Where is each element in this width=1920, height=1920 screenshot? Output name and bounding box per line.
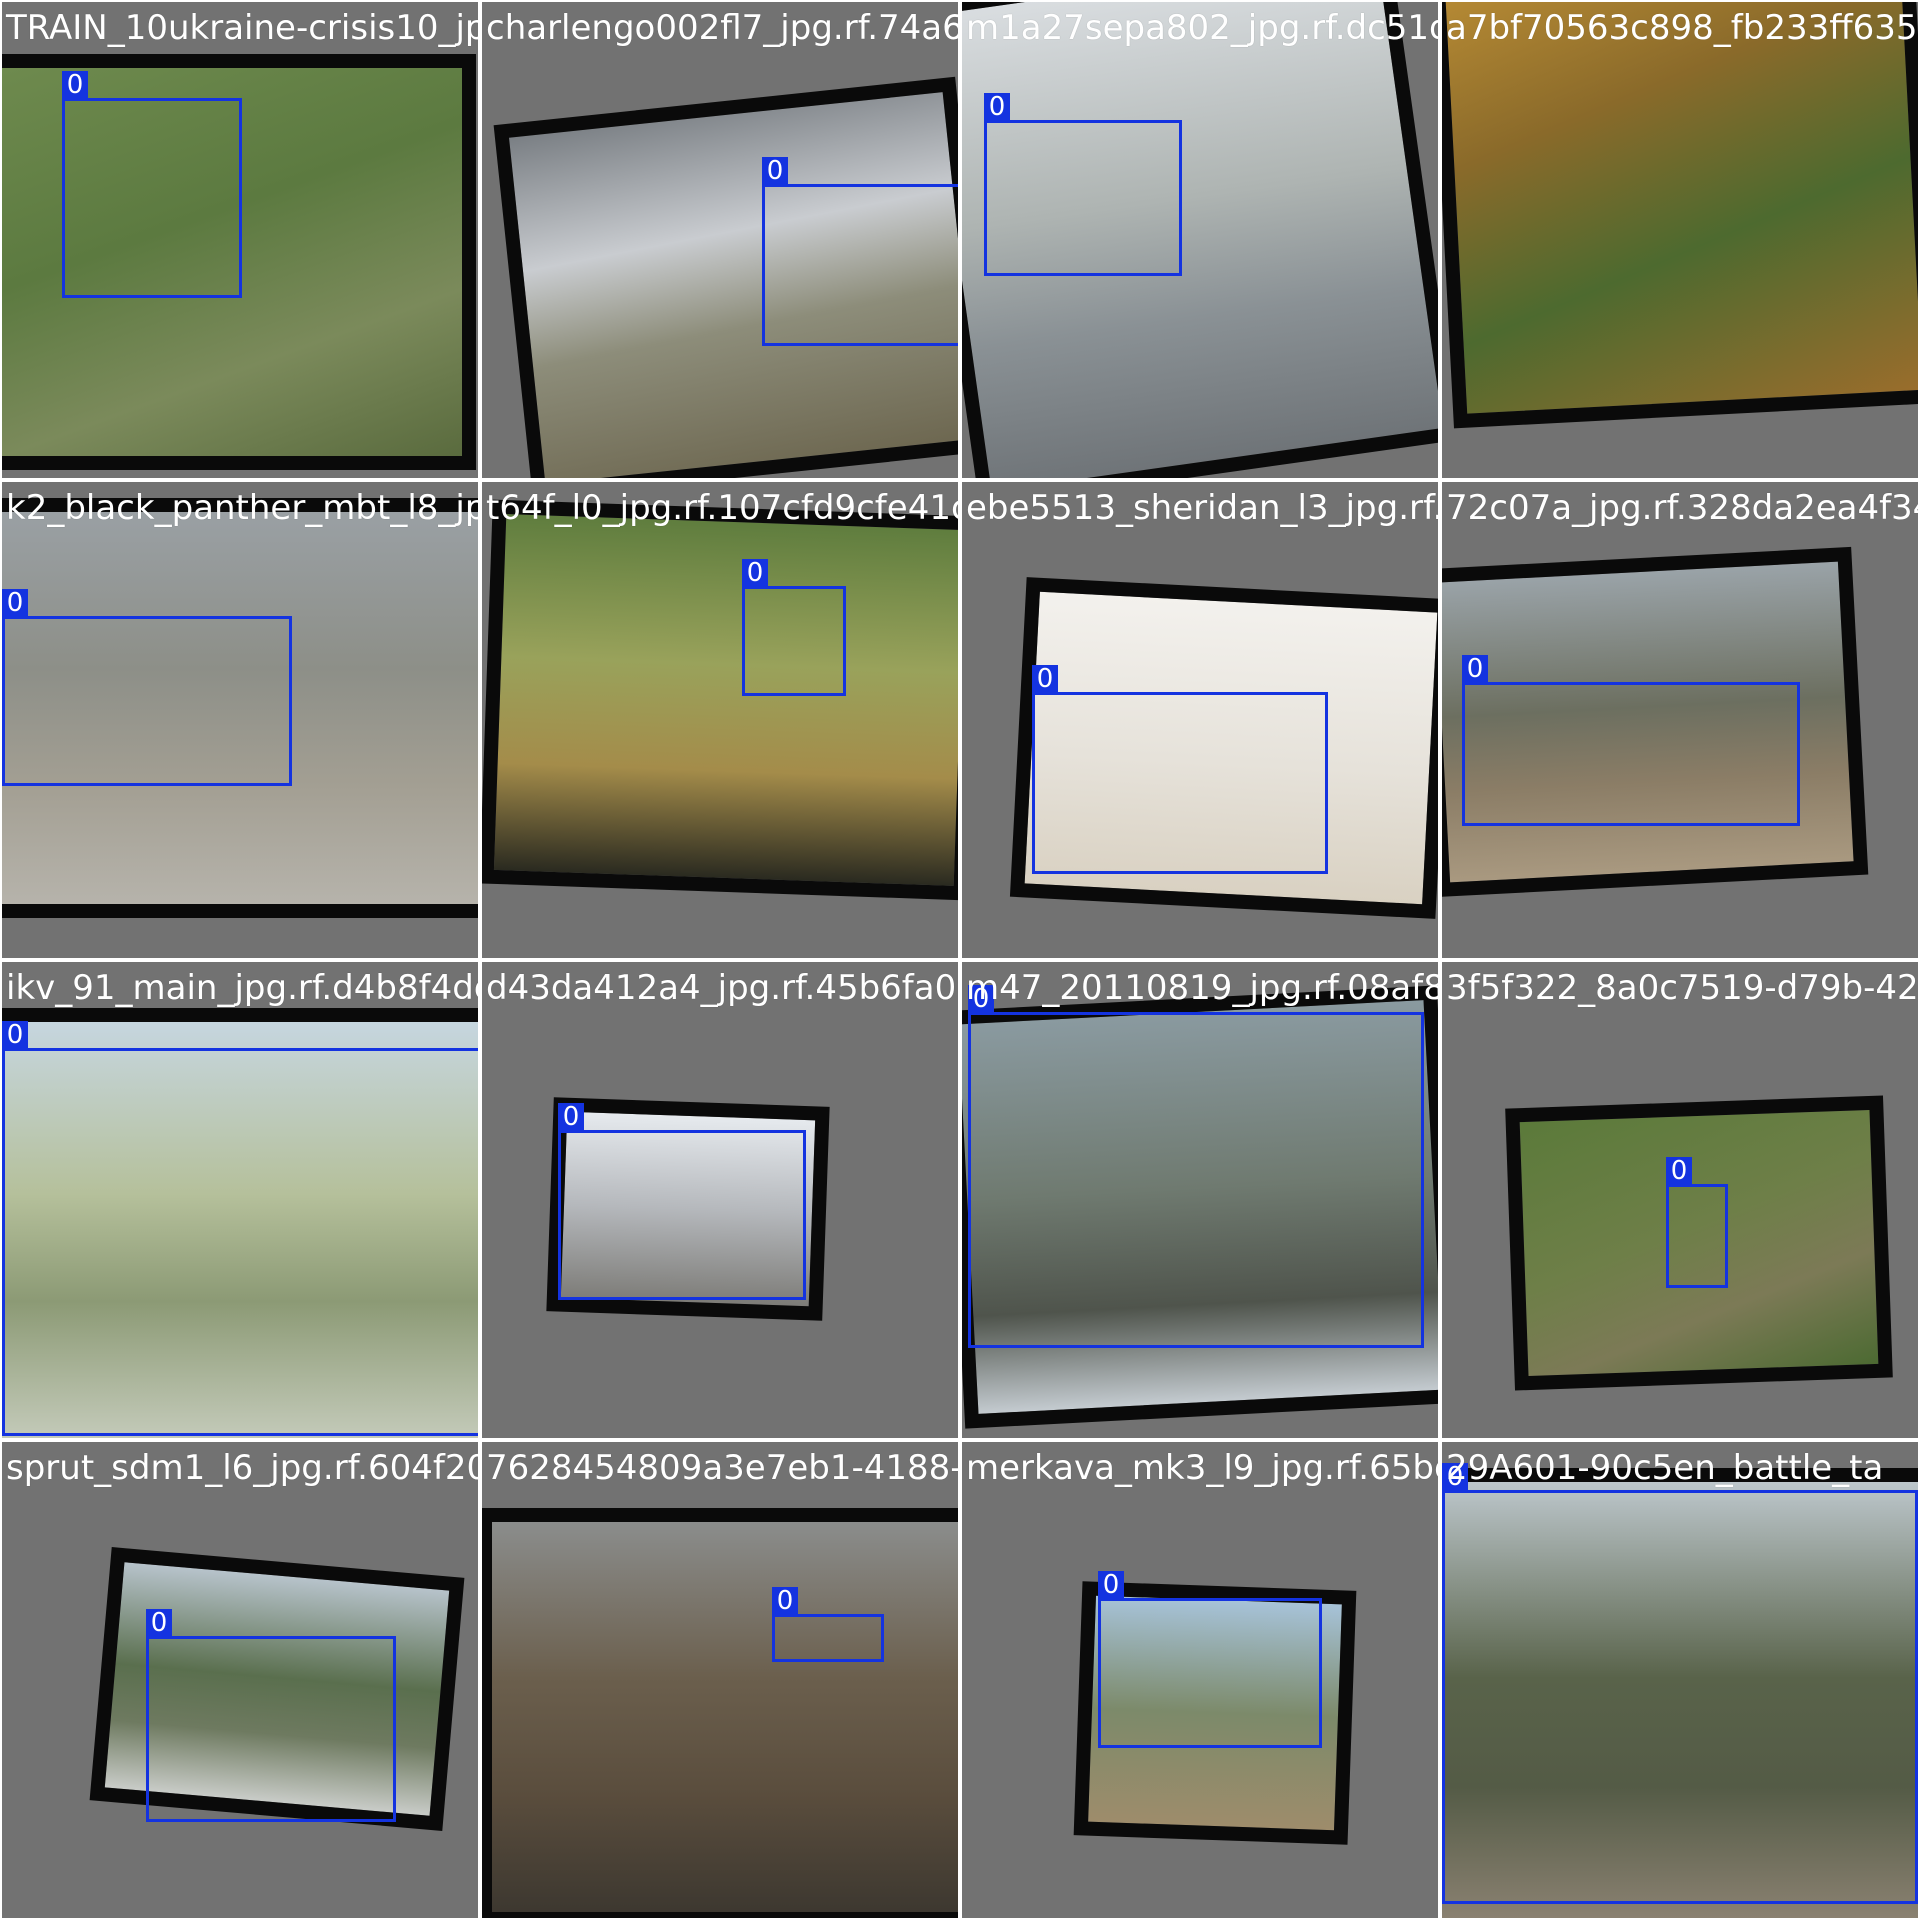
bounding-box-class-label: 0: [762, 157, 788, 185]
bounding-box: 0: [1098, 1571, 1322, 1748]
image-filename-caption: ikv_91_main_jpg.rf.d4b8f4dc: [6, 968, 478, 1008]
bounding-box: 0: [984, 93, 1182, 276]
bounding-box: 0: [558, 1103, 806, 1300]
mosaic-tile: 0 d43da412a4_jpg.rf.45b6fa03f2: [482, 962, 958, 1438]
bounding-box-class-label: 0: [558, 1103, 584, 1131]
bounding-box: 0: [1666, 1157, 1728, 1288]
image-filename-caption: 72c07a_jpg.rf.328da2ea4f34f1: [1446, 488, 1918, 528]
mosaic-tile: 0 t64f_l0_jpg.rf.107cfd9cfe41c8: [482, 482, 958, 958]
bounding-box-class-label: 0: [1098, 1571, 1124, 1599]
image-filename-caption: TRAIN_10ukraine-crisis10_jpg.rf.: [6, 8, 478, 48]
mosaic-tile: 0 ebe5513_sheridan_l3_jpg.rf.9e: [962, 482, 1438, 958]
augmented-photo: [2, 498, 478, 918]
mosaic-tile: 0 7628454809a3e7eb1-4188-8: [482, 1442, 958, 1918]
image-filename-caption: ebe5513_sheridan_l3_jpg.rf.9e: [966, 488, 1438, 528]
image-filename-caption: 7628454809a3e7eb1-4188-8: [486, 1448, 958, 1488]
image-filename-caption: charlengo002fl7_jpg.rf.74a62: [486, 8, 958, 48]
image-filename-caption: d43da412a4_jpg.rf.45b6fa03f2: [486, 968, 958, 1008]
bounding-box-class-label: 0: [742, 559, 768, 587]
image-filename-caption: a7bf70563c898_fb233ff635: [1446, 8, 1918, 48]
bounding-box-class-label: 0: [146, 1609, 172, 1637]
mosaic-tile: 0 72c07a_jpg.rf.328da2ea4f34f1: [1442, 482, 1918, 958]
image-filename-caption: k2_black_panther_mbt_l8_jpg: [6, 488, 478, 528]
mosaic-tile: 0 TRAIN_10ukraine-crisis10_jpg.rf.: [2, 2, 478, 478]
bounding-box-class-label: 0: [1462, 655, 1488, 683]
bounding-box: 0: [968, 985, 1424, 1348]
bounding-box: 0: [62, 71, 242, 298]
augmented-photo: [1442, 1468, 1918, 1918]
bounding-box-class-label: 0: [968, 985, 994, 1013]
mosaic-tile: 0 ikv_91_main_jpg.rf.d4b8f4dc: [2, 962, 478, 1438]
mosaic-tile: 0 m1a27sepa802_jpg.rf.dc51d6: [962, 2, 1438, 478]
image-filename-caption: t64f_l0_jpg.rf.107cfd9cfe41c8: [486, 488, 958, 528]
mosaic-tile: a7bf70563c898_fb233ff635: [1442, 2, 1918, 478]
image-filename-caption: m1a27sepa802_jpg.rf.dc51d6: [966, 8, 1438, 48]
bounding-box-class-label: 0: [1442, 1463, 1468, 1491]
bounding-box: 0: [1442, 1463, 1918, 1904]
augmented-photo: [2, 1008, 478, 1438]
bounding-box: 0: [2, 1021, 478, 1436]
augmented-photo: [1442, 2, 1918, 429]
augmented-photo: [482, 499, 958, 901]
mosaic-tile: 0 sprut_sdm1_l6_jpg.rf.604f20: [2, 1442, 478, 1918]
augmented-photo: [2, 54, 476, 470]
bounding-box: 0: [742, 559, 846, 696]
image-filename-caption: merkava_mk3_l9_jpg.rf.65bc: [966, 1448, 1438, 1488]
bounding-box-class-label: 0: [2, 1021, 28, 1049]
bounding-box: 0: [1032, 665, 1328, 874]
image-filename-caption: m47_20110819_jpg.rf.08af868f9: [966, 968, 1438, 1008]
bounding-box-class-label: 0: [772, 1587, 798, 1615]
mosaic-tile: 0 charlengo002fl7_jpg.rf.74a62: [482, 2, 958, 478]
bounding-box-class-label: 0: [1032, 665, 1058, 693]
bounding-box-class-label: 0: [2, 589, 28, 617]
mosaic-tile: 0 merkava_mk3_l9_jpg.rf.65bc: [962, 1442, 1438, 1918]
bounding-box: 0: [2, 589, 292, 786]
image-filename-caption: 29A601-90c5en_battle_ta: [1446, 1448, 1884, 1488]
mosaic-tile: 0 3f5f322_8a0c7519-d79b-428: [1442, 962, 1918, 1438]
bounding-box: 0: [1462, 655, 1800, 826]
mosaic-tile: 0 k2_black_panther_mbt_l8_jpg: [2, 482, 478, 958]
bounding-box: 0: [772, 1587, 884, 1662]
bounding-box-class-label: 0: [62, 71, 88, 99]
image-filename-caption: 3f5f322_8a0c7519-d79b-428: [1446, 968, 1918, 1008]
bounding-box-class-label: 0: [984, 93, 1010, 121]
bounding-box: 0: [146, 1609, 396, 1822]
augmented-photo: [482, 1508, 958, 1918]
bounding-box-class-label: 0: [1666, 1157, 1692, 1185]
image-filename-caption: sprut_sdm1_l6_jpg.rf.604f20: [6, 1448, 478, 1488]
bounding-box: 0: [762, 157, 958, 346]
